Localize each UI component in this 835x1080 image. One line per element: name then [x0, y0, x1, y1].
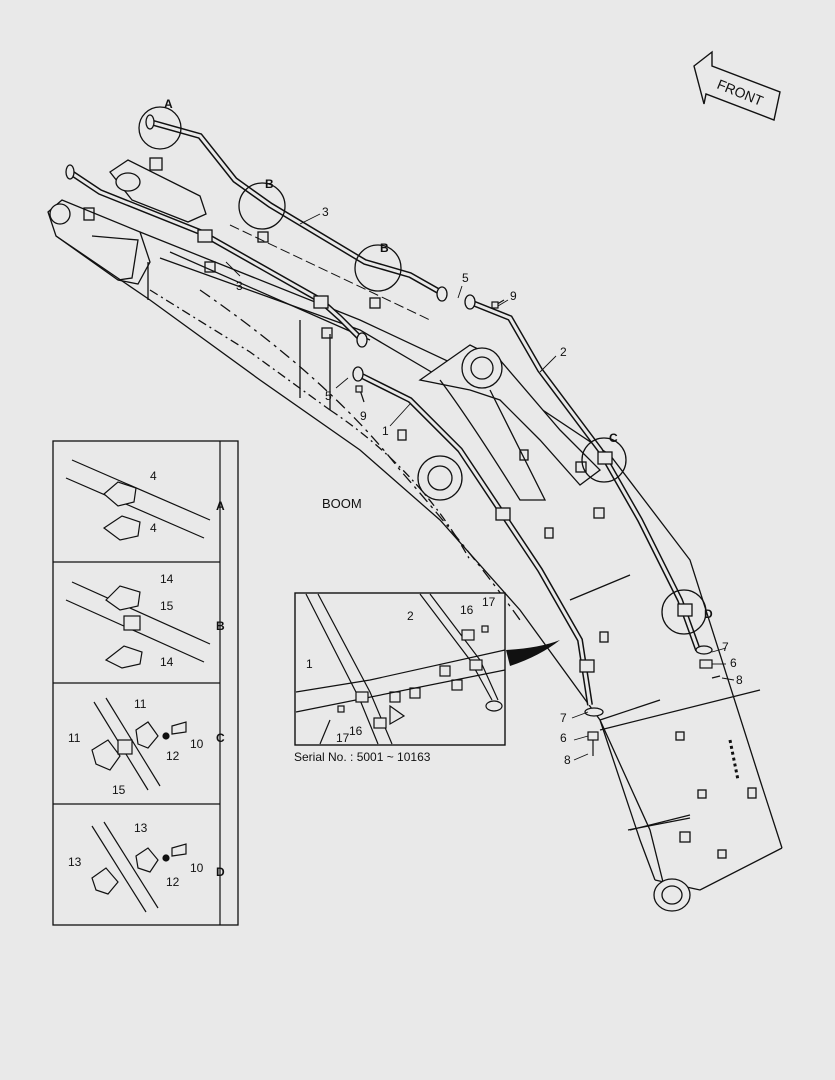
- callout-part-7: 7: [560, 711, 567, 725]
- callout-pipe-2: 2: [560, 345, 567, 359]
- inset-part-16-top: 16: [460, 603, 474, 617]
- marker-C: C: [609, 431, 618, 445]
- panel-C-label-15: 15: [112, 783, 126, 797]
- panel-B-letter: B: [216, 619, 225, 633]
- panel-B-label-15: 15: [160, 599, 174, 613]
- panel-D-label-12: 12: [166, 875, 180, 889]
- callout-part-6-right: 6: [730, 656, 737, 670]
- inset-pointer: [506, 640, 560, 666]
- marker-A: A: [164, 97, 173, 111]
- panel-A-label-4-bottom: 4: [150, 521, 157, 535]
- panel-C-label-12: 12: [166, 749, 180, 763]
- leader-lines: [225, 213, 735, 761]
- detail-panels: 4 4 A 14 15 14 B 11 11 10 12 15 C: [52, 440, 239, 926]
- panel-C-label-11-right: 11: [134, 697, 147, 711]
- panel-A: [65, 459, 211, 541]
- inset-pipe-1: 1: [306, 657, 313, 671]
- inset-part-17-top: 17: [482, 595, 496, 609]
- callout-pipe-3-upper: 3: [322, 205, 329, 219]
- front-arrow: FRONT: [693, 50, 781, 121]
- panel-A-label-4-top: 4: [150, 469, 157, 483]
- panel-D: [91, 821, 187, 913]
- serial-number: Serial No. : 5001 ~ 10163: [294, 750, 431, 764]
- detail-markers: A B B C D: [164, 97, 713, 621]
- inset-part-17-bottom: 17: [336, 731, 350, 745]
- marker-B2: B: [380, 241, 389, 255]
- callout-part-5-upper: 5: [462, 271, 469, 285]
- callout-part-6: 6: [560, 731, 567, 745]
- boom-structure: [47, 157, 783, 912]
- panel-B: [65, 581, 211, 669]
- panel-D-label-10: 10: [190, 861, 204, 875]
- panel-C: [91, 697, 187, 791]
- panel-D-label-13-top: 13: [134, 821, 148, 835]
- marker-D: D: [704, 607, 713, 621]
- bolts: [355, 299, 721, 756]
- marker-B1: B: [265, 177, 274, 191]
- panel-C-label-10: 10: [190, 737, 204, 751]
- callout-part-7-right: 7: [722, 640, 729, 654]
- panel-D-letter: D: [216, 865, 225, 879]
- panel-D-label-13-left: 13: [68, 855, 82, 869]
- callout-part-8-right: 8: [736, 673, 743, 687]
- callout-pipe-1: 1: [382, 424, 389, 438]
- callout-part-9-lower: 9: [360, 409, 367, 423]
- inset-pipe-2: 2: [407, 609, 414, 623]
- callout-part-9-upper: 9: [510, 289, 517, 303]
- panel-B-label-14-top: 14: [160, 572, 174, 586]
- panel-A-letter: A: [216, 499, 225, 513]
- inset-part-16-bottom: 16: [349, 724, 363, 738]
- callout-part-8: 8: [564, 753, 571, 767]
- inset-detail: 1 2 16 17 17 16: [294, 592, 506, 746]
- panel-B-label-14-bottom: 14: [160, 655, 174, 669]
- panel-C-label-11-left: 11: [68, 731, 81, 745]
- callout-pipe-3-lower: 3: [236, 279, 243, 293]
- boom-label: BOOM: [322, 496, 362, 511]
- main-callouts: 2 3 3 5 9 5 9 1 7 6 8 7 6 8: [236, 205, 743, 767]
- hydraulic-pipes: [65, 114, 713, 717]
- callout-part-5-lower: 5: [325, 389, 332, 403]
- panel-C-letter: C: [216, 731, 225, 745]
- detail-circles: [138, 106, 707, 635]
